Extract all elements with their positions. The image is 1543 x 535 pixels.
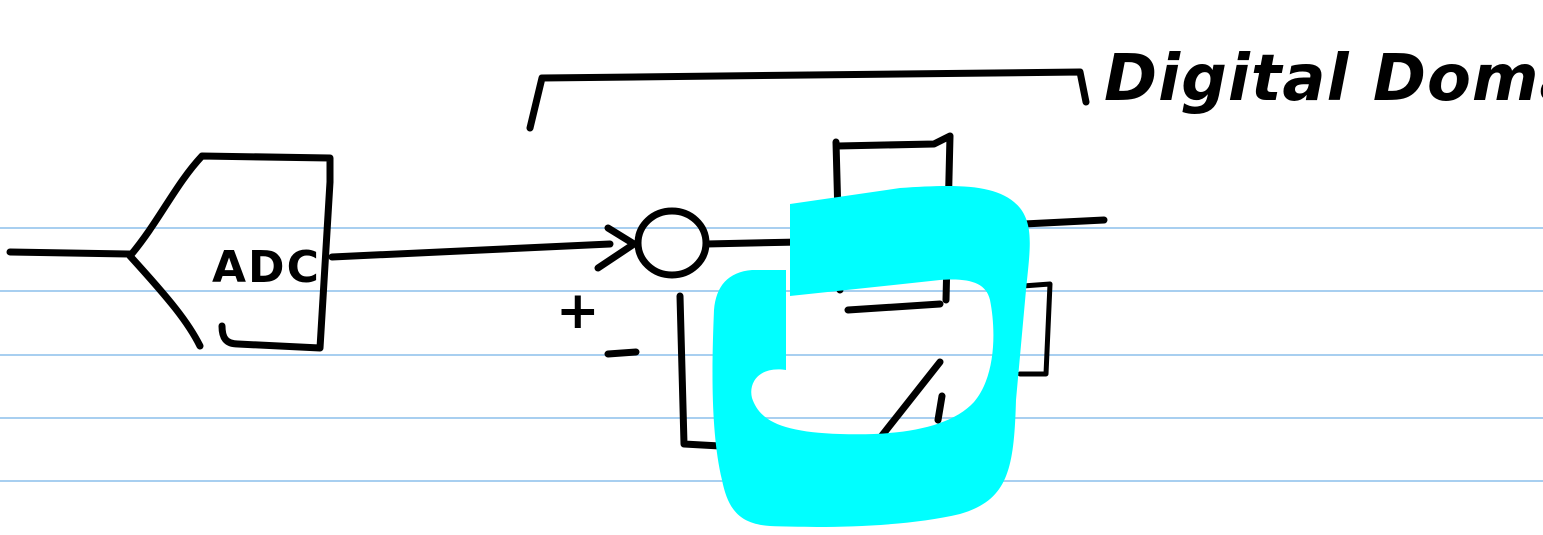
arrowhead	[594, 224, 638, 272]
summing-junction	[634, 207, 710, 279]
digital-domain-label: Digital Domain	[1104, 42, 1543, 116]
plus-sign: +	[556, 281, 600, 341]
adc-output-wire	[328, 240, 614, 261]
feedback-wire	[676, 292, 724, 450]
highlight-mark	[712, 186, 1030, 527]
forward-wire	[702, 238, 804, 248]
output-wire	[1020, 216, 1108, 228]
diagonal-stroke	[876, 358, 946, 442]
minus-sign	[604, 348, 640, 358]
adc-block	[126, 152, 334, 352]
adc-label: ADC	[212, 242, 321, 293]
digital-domain-bracket	[526, 68, 1090, 132]
input-wire	[6, 248, 134, 258]
highlight-stroke	[712, 186, 1030, 527]
